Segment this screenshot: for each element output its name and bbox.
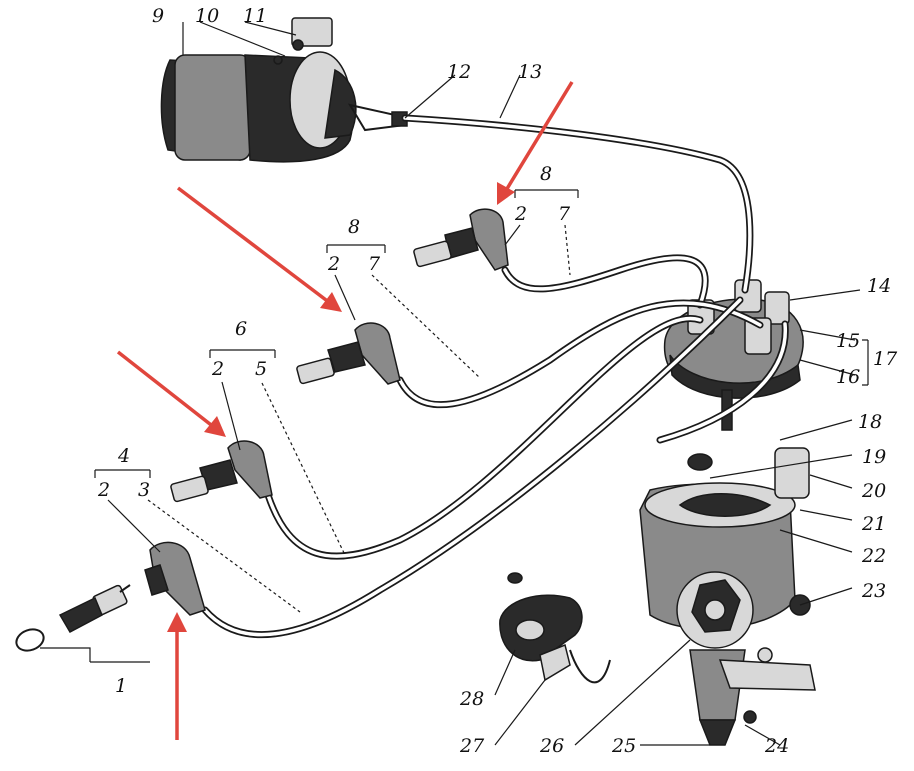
spark-plug-lead-2 [296, 322, 401, 385]
spark-plug-lead-3 [170, 440, 273, 503]
label-11: 11 [243, 5, 267, 27]
label-8-top-7: 7 [558, 203, 571, 225]
label-1: 1 [115, 675, 127, 697]
label-21: 21 [861, 513, 886, 535]
leader-lines [40, 21, 869, 746]
label-27: 27 [459, 735, 485, 757]
label-26: 26 [539, 735, 564, 757]
label-20: 20 [861, 480, 886, 502]
arrow-middle-left [116, 350, 226, 437]
label-4: 4 [117, 445, 130, 467]
label-6-2: 2 [211, 358, 224, 380]
label-8-mid: 8 [348, 216, 360, 238]
label-18: 18 [858, 411, 882, 433]
label-24: 24 [764, 735, 789, 757]
label-19: 19 [862, 446, 886, 468]
arrow-bottom [167, 612, 187, 740]
spark-plug-lead-top [413, 208, 509, 271]
arrow-upper-left [176, 186, 342, 312]
label-14: 14 [867, 275, 891, 297]
breaker-plate [499, 572, 611, 684]
spark-plug [15, 584, 131, 652]
label-13: 13 [518, 61, 542, 83]
arrow-top [497, 81, 574, 205]
label-17: 17 [873, 348, 898, 370]
ignition-coil [160, 17, 408, 163]
label-28: 28 [459, 688, 484, 710]
spark-plug-lead-4 [144, 541, 206, 616]
red-arrows [116, 81, 574, 740]
label-8-mid-7: 7 [368, 253, 381, 275]
label-8-mid-2: 2 [327, 253, 340, 275]
label-15: 15 [836, 330, 860, 352]
label-16: 16 [836, 366, 860, 388]
label-8-top: 8 [540, 163, 552, 185]
label-8-top-2: 2 [514, 203, 527, 225]
distributor-body [639, 447, 816, 746]
label-9: 9 [152, 5, 164, 27]
label-10: 10 [195, 5, 219, 27]
label-6-5: 5 [255, 358, 267, 380]
label-25: 25 [611, 735, 636, 757]
label-6: 6 [235, 318, 247, 340]
label-4-2: 2 [97, 479, 110, 501]
label-4-3: 3 [138, 479, 150, 501]
ht-wires [201, 114, 789, 639]
label-22: 22 [861, 545, 886, 567]
part-labels: 9 10 11 12 13 8 2 7 8 2 7 6 2 5 4 2 3 1 … [97, 5, 898, 757]
label-12: 12 [447, 61, 471, 83]
label-23: 23 [861, 580, 886, 602]
